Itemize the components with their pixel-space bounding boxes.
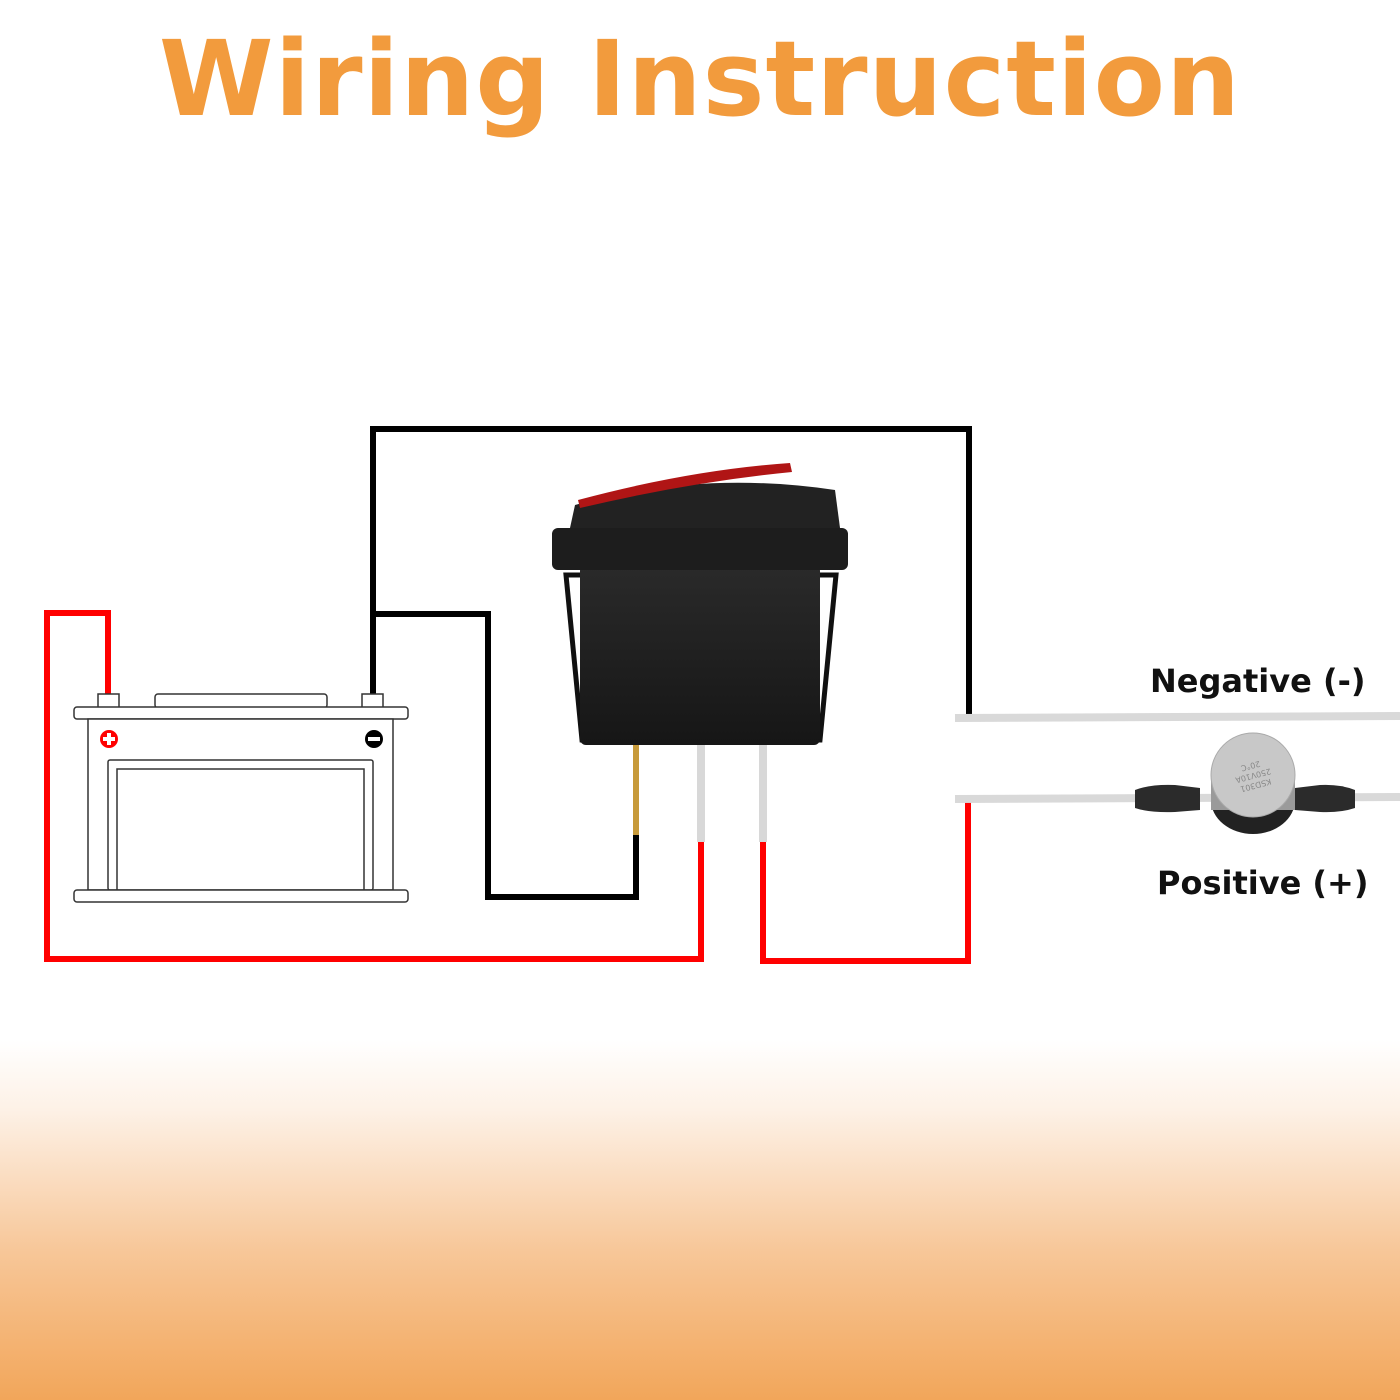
rocker-switch xyxy=(552,463,848,842)
positive-wire xyxy=(44,610,971,964)
plus-circle-icon xyxy=(100,730,118,748)
minus-circle-icon xyxy=(365,730,383,748)
positive-label: Positive (+) xyxy=(1157,864,1369,902)
negative-label: Negative (-) xyxy=(1150,662,1366,700)
negative-wire xyxy=(370,426,972,900)
thermostat: KSD301 250V10A 20°C xyxy=(1135,732,1355,834)
page-title: Wiring Instruction xyxy=(158,18,1242,140)
battery xyxy=(73,693,409,903)
